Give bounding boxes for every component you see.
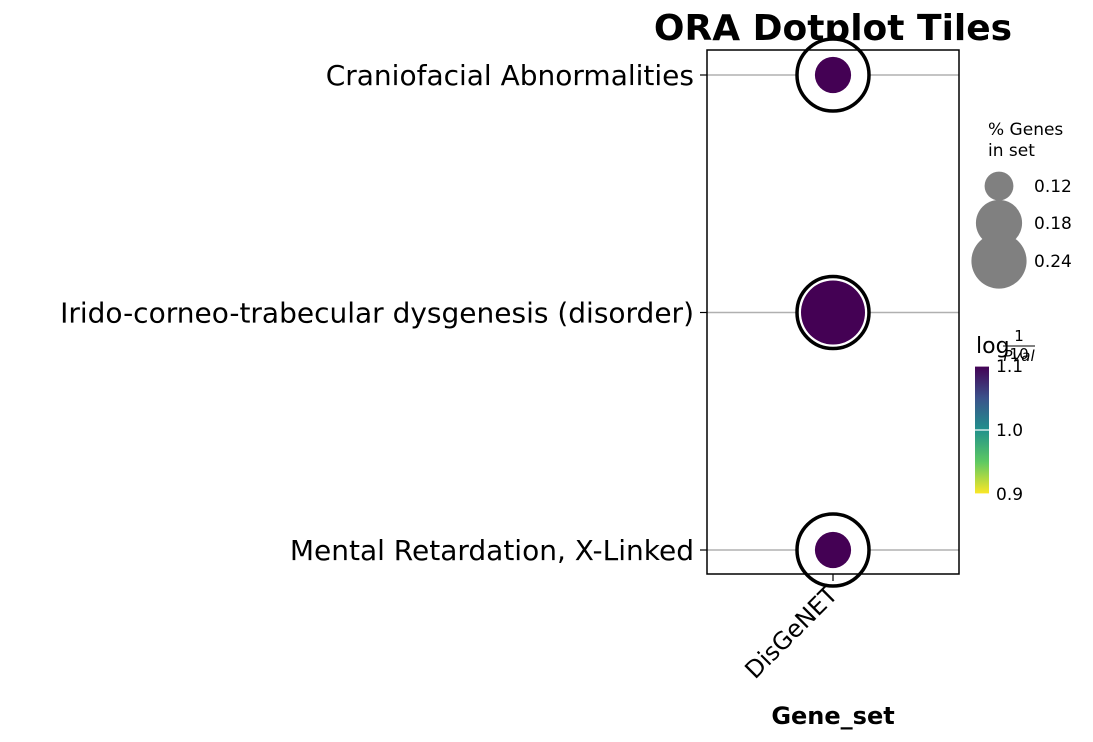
size-legend-label: 0.12: [1034, 177, 1072, 197]
color-legend: log10 1 Pval 0.91.01.1: [975, 327, 1035, 505]
size-legend-label: 0.18: [1034, 214, 1072, 234]
y-tick-label: Craniofacial Abnormalities: [326, 59, 694, 92]
data-point: [814, 531, 852, 569]
colorbar-title-denominator: Pval: [1003, 347, 1035, 365]
colorbar-tick-label: 1.1: [996, 357, 1023, 377]
size-legend-circle: [975, 199, 1023, 247]
size-legend-circle: [971, 233, 1027, 289]
size-legend-items: 0.12 0.18 0.24: [971, 171, 1072, 289]
colorbar-title-numerator: 1: [1014, 327, 1024, 345]
data-point: [814, 56, 852, 94]
size-legend-title-line2: in set: [988, 141, 1035, 161]
y-tick-label: Irido-corneo-trabecular dysgenesis (diso…: [60, 297, 694, 330]
size-legend-circle: [984, 171, 1014, 201]
data-points: [795, 37, 871, 588]
colorbar-tick-label: 1.0: [996, 421, 1023, 441]
x-tick-label: DisGeNET: [739, 580, 843, 684]
y-tick-label: Mental Retardation, X-Linked: [290, 534, 694, 567]
size-legend-label: 0.24: [1034, 252, 1072, 272]
size-legend: % Genes in set 0.12 0.18 0.24: [971, 120, 1072, 289]
x-axis-label: Gene_set: [771, 702, 894, 730]
colorbar-tick-label: 0.9: [996, 485, 1023, 505]
colorbar-ticks: 0.9 1.0 1.1: [975, 357, 1023, 505]
x-tick-labels: DisGeNET: [739, 574, 843, 684]
y-tick-labels: Craniofacial AbnormalitiesIrido-corneo-t…: [60, 59, 707, 567]
size-legend-title-line1: % Genes: [988, 120, 1063, 140]
data-point: [801, 280, 865, 345]
